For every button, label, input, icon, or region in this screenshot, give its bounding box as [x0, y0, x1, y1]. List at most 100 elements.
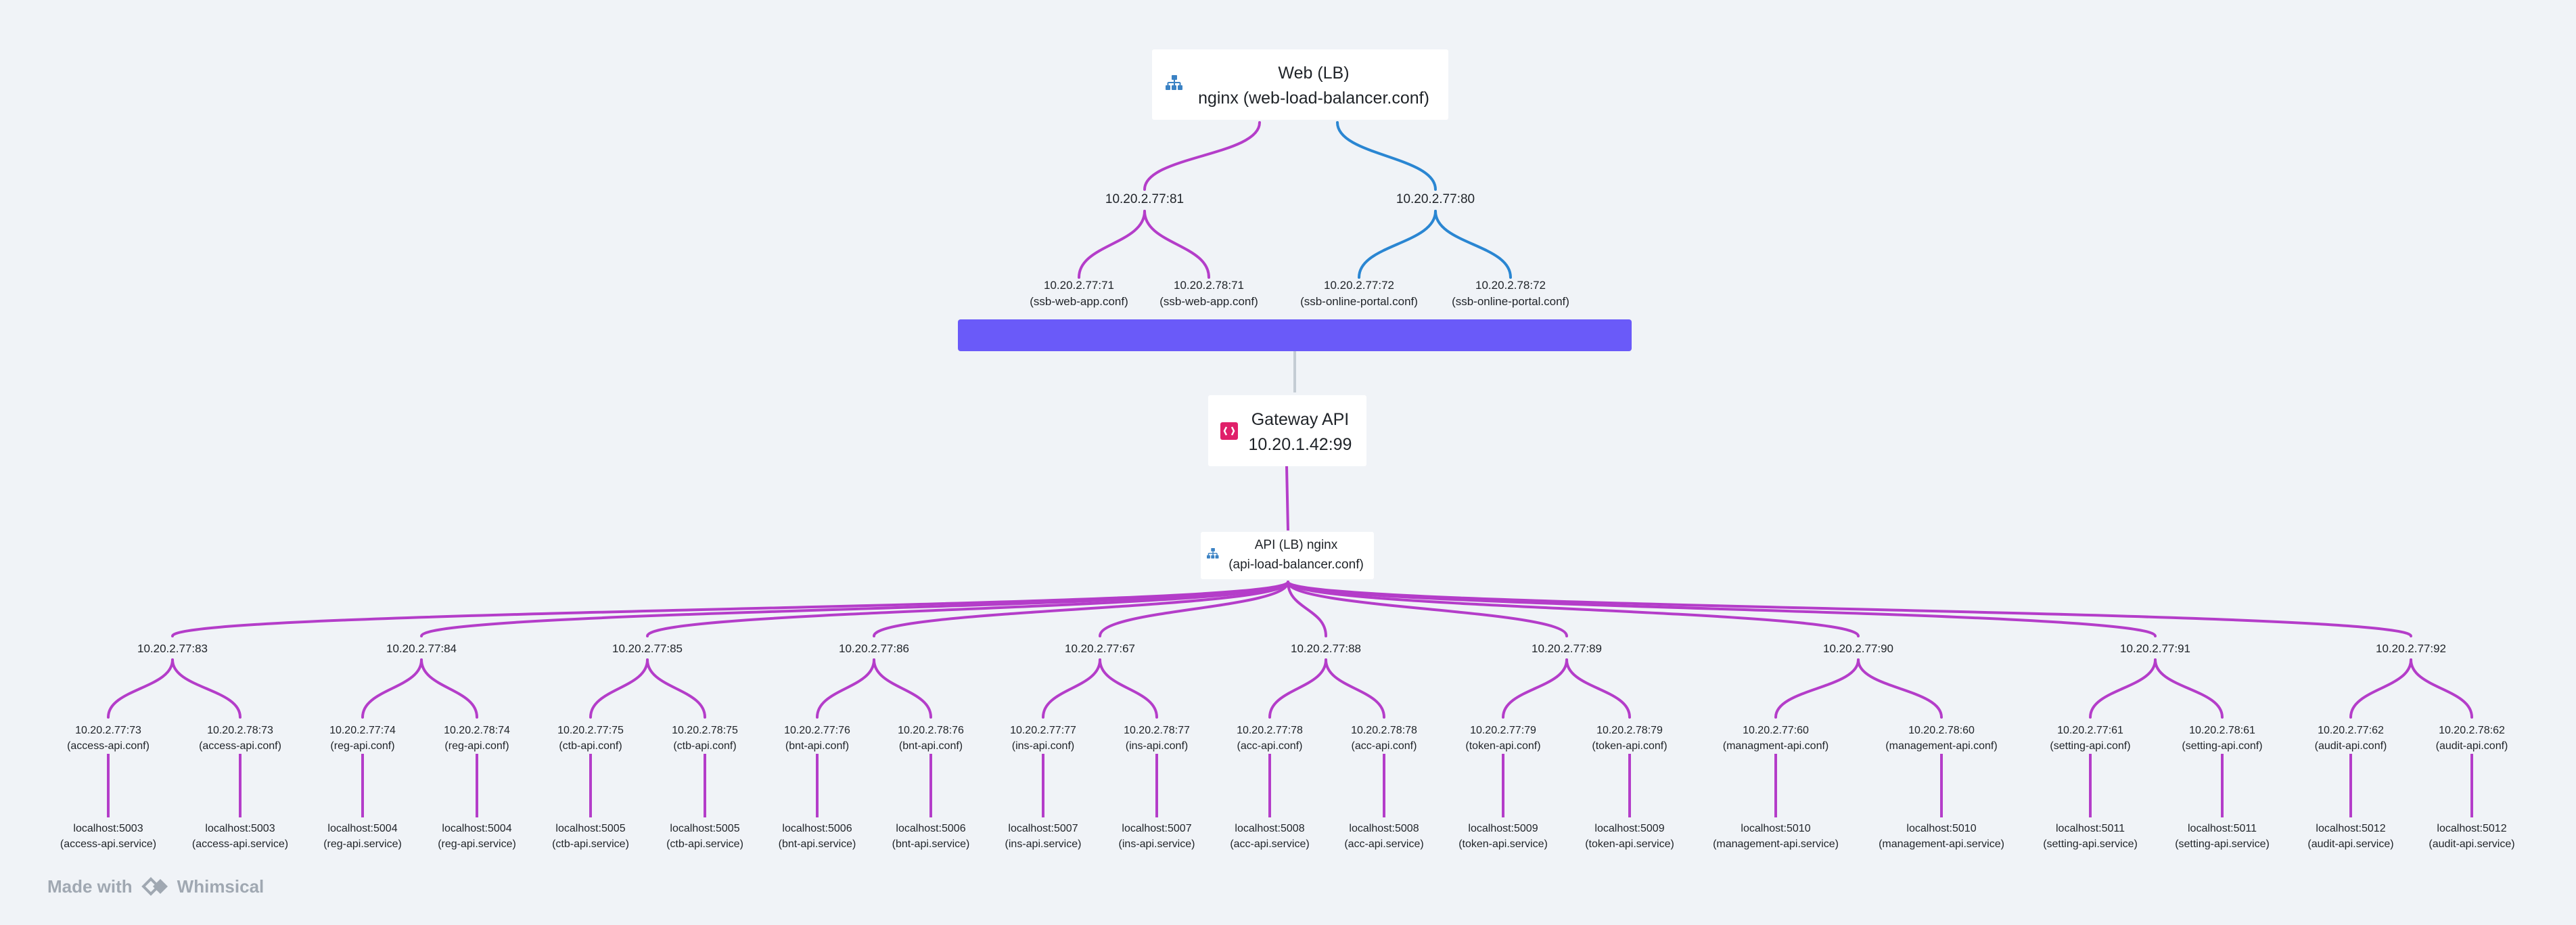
whimsical-brand: Whimsical [141, 875, 264, 898]
api-conf-address-label: 10.20.2.78:79 [1596, 725, 1663, 736]
generated-labels-layer: 10.20.2.77:8110.20.2.77:71(ssb-web-app.c… [60, 192, 2515, 850]
api-conf-file-label: (management-api.conf) [1885, 740, 1997, 752]
api-conf-address-label: 10.20.2.77:61 [2057, 725, 2123, 736]
api-conf-file-label: (bnt-api.conf) [785, 740, 849, 752]
api-conf-address-label: 10.20.2.78:75 [672, 725, 738, 736]
api-service-file-label: (audit-api.service) [2307, 838, 2393, 850]
api-conf-file-label: (audit-api.conf) [2315, 740, 2387, 752]
api-service-file-label: (acc-api.service) [1344, 838, 1423, 850]
edge-api-server-to-conf [646, 658, 706, 719]
api-conf-address-label: 10.20.2.78:60 [1908, 725, 1975, 736]
api-gateway-icon [1220, 422, 1238, 440]
api-service-address-label: localhost:5008 [1235, 823, 1304, 834]
edges-layer [107, 121, 2473, 817]
api-service-address-label: localhost:5010 [1741, 823, 1810, 834]
api-service-address-label: localhost:5007 [1122, 823, 1191, 834]
api-conf-address-label: 10.20.2.78:62 [2439, 725, 2505, 736]
api-service-address-label: localhost:5012 [2437, 823, 2506, 834]
api-service-file-label: (token-api.service) [1585, 838, 1674, 850]
whimsical-logo-icon [141, 877, 168, 896]
edge-api-lb-to-server [873, 581, 1289, 637]
made-with-whimsical-badge[interactable]: Made with Whimsical [47, 875, 264, 898]
web-lb-subtitle: nginx (web-load-balancer.conf) [1198, 89, 1429, 108]
api-server-ip-label: 10.20.2.77:67 [1065, 642, 1135, 655]
edge-api-server-to-conf [171, 658, 242, 719]
api-service-file-label: (token-api.service) [1458, 838, 1548, 850]
api-lb-subtitle: (api-load-balancer.conf) [1228, 558, 1364, 572]
edge-web-server-to-app [1358, 210, 1437, 279]
edge-api-server-to-conf [589, 658, 649, 719]
api-service-file-label: (ins-api.service) [1005, 838, 1082, 850]
edge-api-lb-to-server [646, 581, 1289, 637]
api-service-address-label: localhost:5010 [1906, 823, 1976, 834]
api-server-ip-label: 10.20.2.77:85 [612, 642, 683, 655]
api-conf-file-label: (token-api.conf) [1465, 740, 1540, 752]
api-conf-address-label: 10.20.2.78:76 [898, 725, 964, 736]
edge-api-lb-to-server [1287, 581, 1327, 637]
edge-api-server-to-conf [2089, 658, 2157, 719]
web-lb-node[interactable]: Web (LB) nginx (web-load-balancer.conf) [1152, 49, 1448, 120]
api-service-file-label: (bnt-api.service) [892, 838, 970, 850]
api-conf-file-label: (reg-api.conf) [444, 740, 509, 752]
api-service-file-label: (management-api.service) [1879, 838, 2004, 850]
edge-api-server-to-conf [2154, 658, 2224, 719]
api-conf-file-label: (audit-api.conf) [2436, 740, 2508, 752]
edge-api-server-to-conf [1565, 658, 1631, 719]
nodes-layer: Web (LB) nginx (web-load-balancer.conf) … [958, 49, 1632, 579]
api-conf-file-label: (acc-api.conf) [1352, 740, 1417, 752]
api-service-address-label: localhost:5008 [1349, 823, 1419, 834]
api-lb-node[interactable]: API (LB) nginx (api-load-balancer.conf) [1201, 532, 1374, 579]
api-conf-address-label: 10.20.2.78:77 [1124, 725, 1190, 736]
api-conf-file-label: (access-api.conf) [199, 740, 281, 752]
api-conf-file-label: (ctb-api.conf) [673, 740, 736, 752]
api-conf-address-label: 10.20.2.77:79 [1470, 725, 1536, 736]
api-service-file-label: (management-api.service) [1713, 838, 1839, 850]
edge-api-server-to-conf [1325, 658, 1385, 719]
api-conf-address-label: 10.20.2.77:77 [1010, 725, 1076, 736]
edge-api-server-to-conf [816, 658, 875, 719]
whimsical-label: Whimsical [177, 876, 264, 897]
api-service-file-label: (bnt-api.service) [779, 838, 856, 850]
api-service-file-label: (acc-api.service) [1230, 838, 1309, 850]
web-server-ip-label: 10.20.2.77:80 [1396, 192, 1475, 206]
edge-api-lb-to-server [1287, 581, 1568, 637]
api-conf-file-label: (setting-api.conf) [2182, 740, 2262, 752]
api-service-address-label: localhost:5003 [73, 823, 143, 834]
web-app-address-label: 10.20.2.78:72 [1475, 279, 1546, 292]
edge-api-server-to-conf [873, 658, 932, 719]
gateway-subtitle: 10.20.1.42:99 [1249, 435, 1352, 454]
api-service-file-label: (access-api.service) [60, 838, 156, 850]
gateway-title: Gateway API [1251, 410, 1350, 429]
api-service-address-label: localhost:5003 [205, 823, 275, 834]
edge-web-server-to-app [1434, 210, 1512, 279]
api-service-address-label: localhost:5012 [2316, 823, 2385, 834]
edge-api-server-to-conf [107, 658, 174, 719]
edge-api-server-to-conf [1857, 658, 1943, 719]
edge-api-server-to-conf [2410, 658, 2473, 719]
firewall-bar[interactable] [958, 319, 1632, 351]
api-conf-file-label: (setting-api.conf) [2050, 740, 2130, 752]
api-service-file-label: (setting-api.service) [2175, 838, 2270, 850]
api-conf-address-label: 10.20.2.78:74 [444, 725, 510, 736]
api-conf-address-label: 10.20.2.77:74 [329, 725, 396, 736]
web-lb-title: Web (LB) [1278, 64, 1349, 83]
gateway-api-node[interactable]: Gateway API 10.20.1.42:99 [1208, 395, 1366, 466]
api-conf-file-label: (access-api.conf) [67, 740, 150, 752]
api-conf-address-label: 10.20.2.78:78 [1351, 725, 1417, 736]
api-server-ip-label: 10.20.2.77:89 [1532, 642, 1602, 655]
api-conf-address-label: 10.20.2.78:61 [2189, 725, 2255, 736]
api-service-file-label: (audit-api.service) [2429, 838, 2514, 850]
api-conf-file-label: (ins-api.conf) [1126, 740, 1188, 752]
api-service-file-label: (reg-api.service) [323, 838, 402, 850]
edge-api-server-to-conf [420, 658, 478, 719]
sitemap-icon [1207, 548, 1219, 559]
api-service-address-label: localhost:5006 [782, 823, 852, 834]
api-conf-file-label: (ins-api.conf) [1012, 740, 1074, 752]
api-service-file-label: (setting-api.service) [2043, 838, 2138, 850]
api-service-address-label: localhost:5004 [327, 823, 397, 834]
edge-web-server-to-app [1078, 210, 1146, 279]
edge-api-server-to-conf [1774, 658, 1860, 719]
edge-api-server-to-conf [1502, 658, 1568, 719]
web-app-conf-label: (ssb-web-app.conf) [1159, 295, 1258, 308]
